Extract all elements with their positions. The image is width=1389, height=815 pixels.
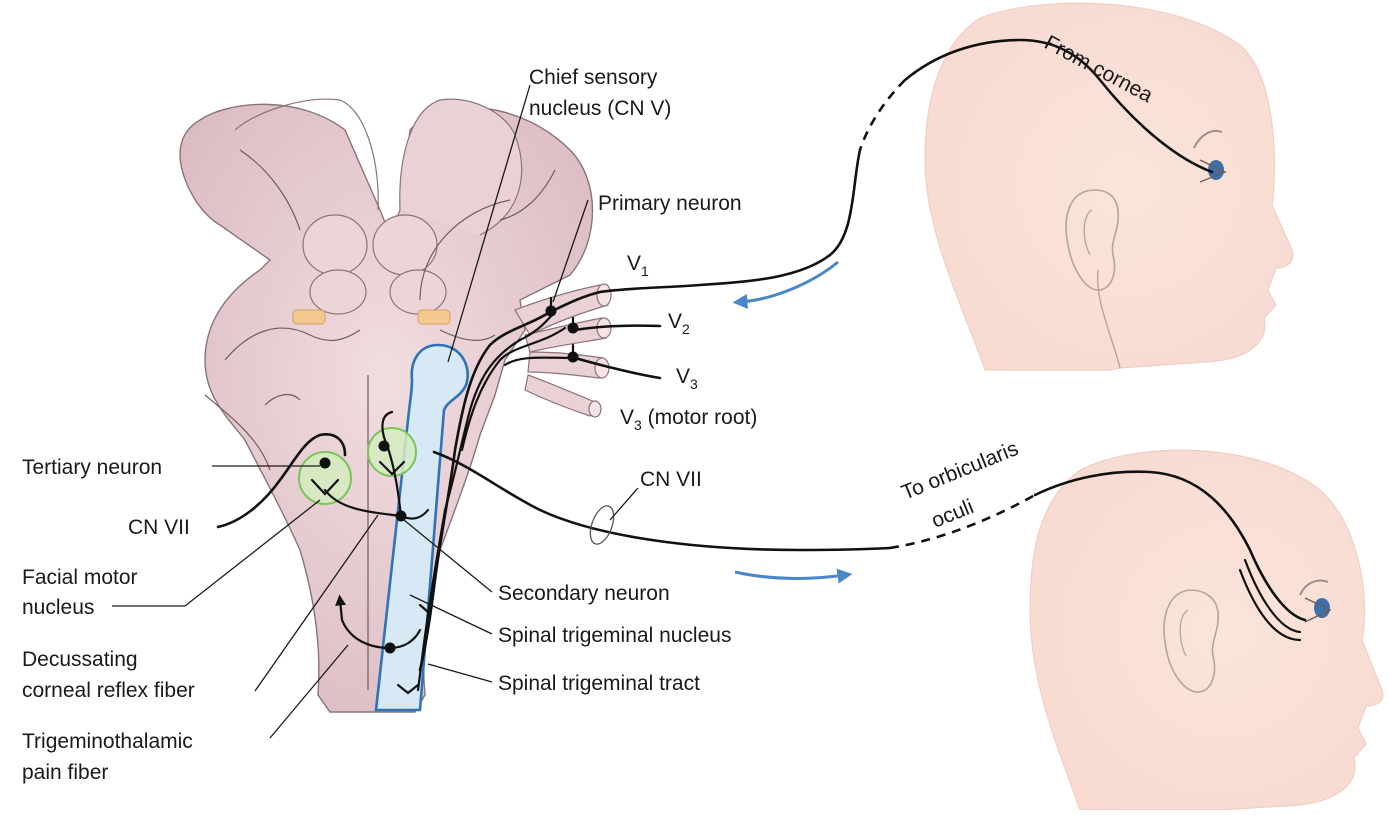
chief-sensory-label-line1: Chief sensory xyxy=(529,66,658,89)
corneal-afferent-dashed xyxy=(860,80,905,150)
chief-sensory-label-line2: nucleus (CN V) xyxy=(529,97,671,120)
leader-cn-vii-right xyxy=(610,488,638,520)
tertiary-neuron-dot-right xyxy=(379,441,390,452)
v3-label: V3 xyxy=(676,365,698,392)
trigeminothalamic-label-line1: Trigeminothalamic xyxy=(22,730,193,753)
afferent-direction-arrow xyxy=(740,262,838,302)
peduncle-right xyxy=(400,99,522,235)
to-orbicularis-label-line1: To orbicularis xyxy=(898,437,1021,505)
spinal-trigeminal-nucleus-label: Spinal trigeminal nucleus xyxy=(498,624,731,647)
trigeminothalamic-label-line2: pain fiber xyxy=(22,761,108,784)
facial-motor-label-line1: Facial motor xyxy=(22,566,138,589)
inferior-colliculus-left xyxy=(310,270,366,314)
trigeminal-root-stumps xyxy=(515,284,611,417)
v3-motor-root-label: V3 (motor root) xyxy=(620,406,757,433)
lower-head xyxy=(1030,450,1383,810)
v2-label: V2 xyxy=(668,310,690,337)
trochlear-nerve-right xyxy=(418,310,450,324)
cn-vii-right-label: CN VII xyxy=(640,468,702,491)
superior-colliculus-left xyxy=(303,215,367,275)
trochlear-nerve-left xyxy=(293,310,325,324)
leader-spinal-tract xyxy=(428,664,492,682)
upper-head xyxy=(925,3,1293,370)
v1-label: V1 xyxy=(627,252,649,279)
superior-colliculus-right xyxy=(373,215,437,275)
tertiary-neuron-dot-left xyxy=(320,458,331,469)
inferior-colliculus-right xyxy=(390,270,446,314)
efferent-direction-arrow xyxy=(735,572,845,578)
decussating-label-line1: Decussating xyxy=(22,648,138,671)
decussating-label-line2: corneal reflex fiber xyxy=(22,679,195,702)
secondary-neuron-label: Secondary neuron xyxy=(498,582,670,605)
tertiary-neuron-label: Tertiary neuron xyxy=(22,456,162,479)
cn-vii-left-label: CN VII xyxy=(128,516,190,539)
facial-motor-label-line2: nucleus xyxy=(22,596,94,619)
spinal-trigeminal-tract-label: Spinal trigeminal tract xyxy=(498,672,700,695)
facial-motor-nucleus-right xyxy=(368,428,416,476)
cn-vii-right-fiber xyxy=(434,452,890,550)
cn-vii-nerve-ring xyxy=(586,503,618,547)
primary-neuron-label: Primary neuron xyxy=(598,192,742,215)
